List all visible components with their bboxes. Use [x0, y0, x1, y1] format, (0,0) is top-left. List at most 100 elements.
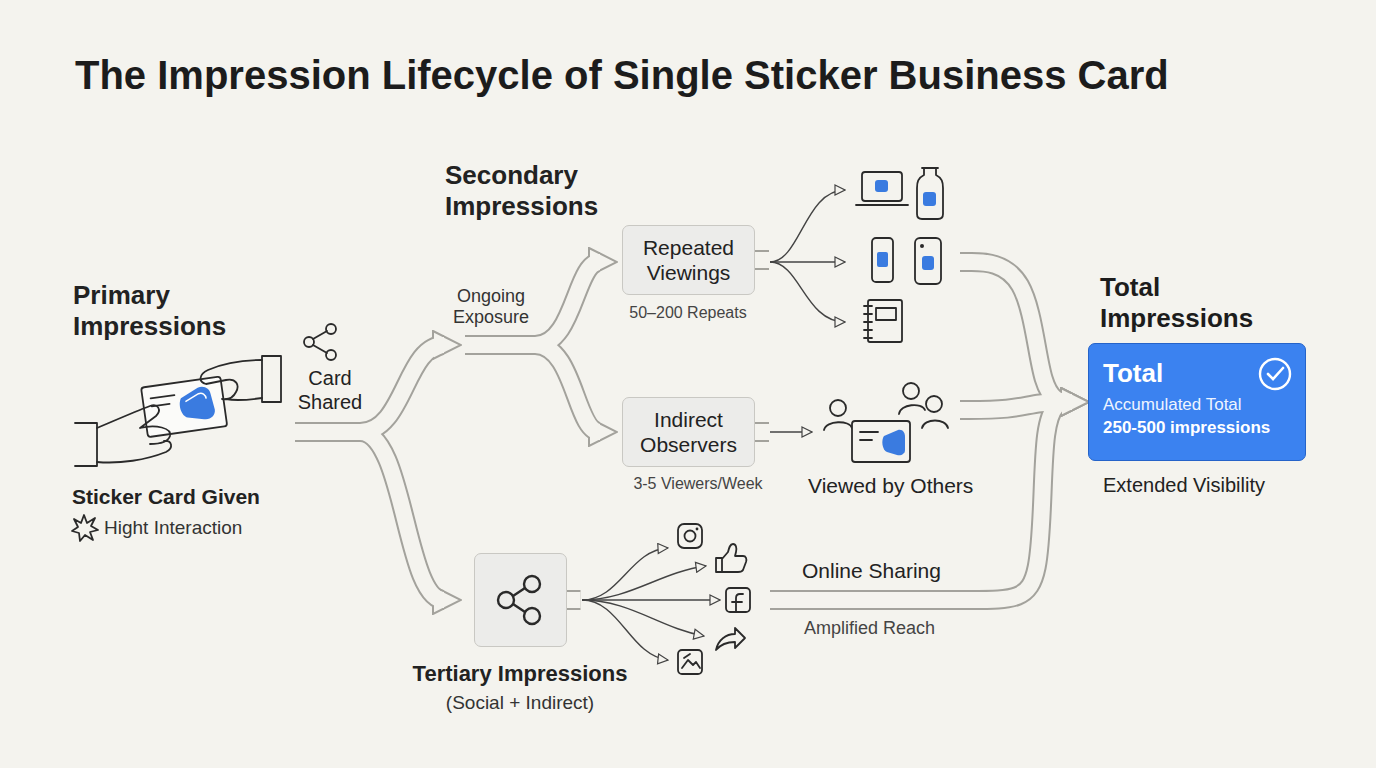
phone-icons-part	[877, 252, 888, 267]
total-caption: Accumulated Total	[1103, 395, 1291, 415]
process-box: Indirect Observers	[622, 397, 755, 467]
bottle-icon-part	[923, 192, 936, 206]
flow-connector	[755, 260, 1072, 402]
process-box	[474, 553, 567, 647]
social-icons-part	[696, 528, 699, 531]
social-icons-part	[732, 594, 743, 612]
check-ring	[1260, 359, 1290, 389]
hands-card-illustration-part-part	[185, 393, 207, 402]
arrow-label: Ongoing Exposure	[439, 286, 543, 328]
viewers-icon-part	[824, 422, 852, 430]
notebook-icon	[864, 300, 902, 342]
social-icons-part	[726, 588, 750, 612]
social-icons-part	[716, 628, 745, 650]
connector-fill	[567, 260, 1073, 600]
phone-icons-part	[922, 256, 934, 270]
hands-card-illustration-part	[141, 377, 227, 438]
flow-node: Total ImpressionsTotalAccumulated Total2…	[1088, 272, 1310, 497]
viewers-icon	[824, 383, 948, 462]
flow-arrow-outline	[295, 262, 600, 600]
burst-icon	[72, 515, 98, 541]
viewers-icon-part	[899, 405, 925, 414]
metric-note: 50–200 Repeats	[608, 303, 768, 322]
share-dot	[498, 592, 514, 608]
flow-connector-fill	[755, 260, 1072, 402]
flow-connector	[755, 402, 1072, 432]
metric-note: 3-5 Viewers/Week	[618, 474, 778, 493]
viewers-icon-part	[830, 400, 846, 416]
stage-heading: Primary Impressions	[73, 280, 263, 342]
flow-connector-fill	[755, 402, 1072, 432]
viewers-icon-part	[903, 383, 919, 399]
connector-outline	[567, 260, 1073, 600]
bottle-icon	[917, 168, 943, 219]
box-label: Indirect Observers	[633, 407, 744, 457]
flow-node: Repeated Viewings	[622, 225, 755, 295]
caption-text: Sticker Card Given	[72, 484, 302, 509]
total-box: TotalAccumulated Total250-500 impression…	[1088, 343, 1306, 461]
diagram-title: The Impression Lifecycle of Single Stick…	[75, 52, 1169, 98]
flow-arrow-outline-part	[360, 432, 444, 600]
social-icons-part	[716, 544, 746, 572]
check-icon	[1257, 356, 1293, 392]
hands-card-illustration	[75, 356, 281, 466]
fan-arrow-part	[770, 262, 845, 322]
notebook-icon-part	[876, 308, 896, 320]
process-box: Repeated Viewings	[622, 225, 755, 295]
social-icons-part	[685, 531, 696, 542]
box-subtitle: (Social + Indirect)	[395, 692, 645, 714]
viewers-icon-part	[922, 421, 948, 429]
share-icon	[304, 324, 336, 360]
total-value: 250-500 impressions	[1103, 418, 1291, 438]
fan-arrow	[582, 190, 845, 660]
icon-caption: Viewed by Others	[808, 473, 1008, 498]
share-dot	[524, 576, 540, 592]
bottle-icon-part	[922, 167, 938, 169]
share-icon-part	[326, 350, 336, 360]
viewers-icon-part	[860, 432, 878, 440]
social-icons-part	[678, 650, 702, 674]
social-icons	[678, 524, 750, 674]
fan-arrow-part	[770, 431, 812, 432]
viewers-icon-part	[926, 396, 942, 412]
box-caption: Extended Visibility	[1103, 473, 1310, 497]
hands-card-illustration-part-part	[141, 377, 227, 438]
fan-arrow-part	[770, 261, 845, 262]
notebook-icon-part	[864, 306, 872, 338]
flow-arrow-fill	[295, 262, 600, 600]
laptop-icon	[856, 172, 908, 205]
flow-note: Amplified Reach	[804, 618, 1004, 639]
fan-arrow-part	[770, 190, 845, 262]
phone-icons-part	[915, 238, 941, 284]
share-icon	[492, 572, 548, 628]
arrow-label: Card Shared	[285, 366, 375, 414]
phone-icons	[872, 238, 941, 284]
bottle-icon-part	[917, 168, 943, 219]
edge-label: Online Sharing	[802, 558, 941, 583]
laptop-icon-part	[856, 204, 908, 206]
box-heading: Total Impressions	[1100, 272, 1270, 334]
share-link	[513, 588, 525, 612]
fan-arrow-part	[582, 599, 720, 600]
flow-arrow-outline-part	[535, 345, 600, 432]
viewers-icon-part	[882, 430, 905, 455]
share-icon-part	[326, 324, 336, 334]
stage-heading: Secondary Impressions	[445, 160, 645, 222]
notebook-icon-part	[868, 300, 902, 342]
burst-icon-part	[72, 515, 98, 541]
box-label: Repeated Viewings	[633, 235, 744, 285]
viewers-icon-part	[852, 421, 910, 462]
hands-card-illustration-part	[262, 356, 281, 402]
fan-arrow-part	[582, 600, 668, 660]
note-text: Hight Interaction	[104, 517, 304, 539]
check-mark	[1268, 368, 1283, 379]
fan-arrow-part	[582, 566, 706, 600]
hands-card-illustration-part-part	[178, 385, 216, 422]
share-icon-part	[313, 331, 327, 353]
laptop-icon-part	[875, 180, 888, 192]
phone-icons-part	[872, 238, 893, 282]
social-icons-part	[682, 654, 700, 668]
